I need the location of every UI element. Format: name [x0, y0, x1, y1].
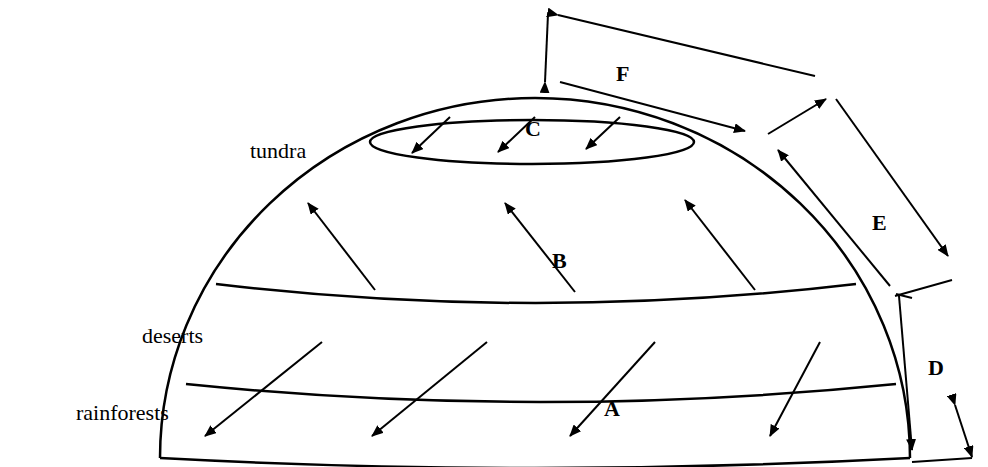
- biome-label: tundra: [250, 140, 306, 162]
- biome-label: deserts: [142, 325, 203, 347]
- dimension-letter: E: [872, 212, 887, 234]
- region-letter: A: [604, 398, 620, 420]
- biome-label: rainforests: [76, 402, 169, 424]
- dimension-letter: D: [928, 357, 944, 379]
- region-letter: B: [552, 250, 567, 272]
- region-letter: C: [525, 118, 541, 140]
- dimension-letter: F: [616, 63, 629, 85]
